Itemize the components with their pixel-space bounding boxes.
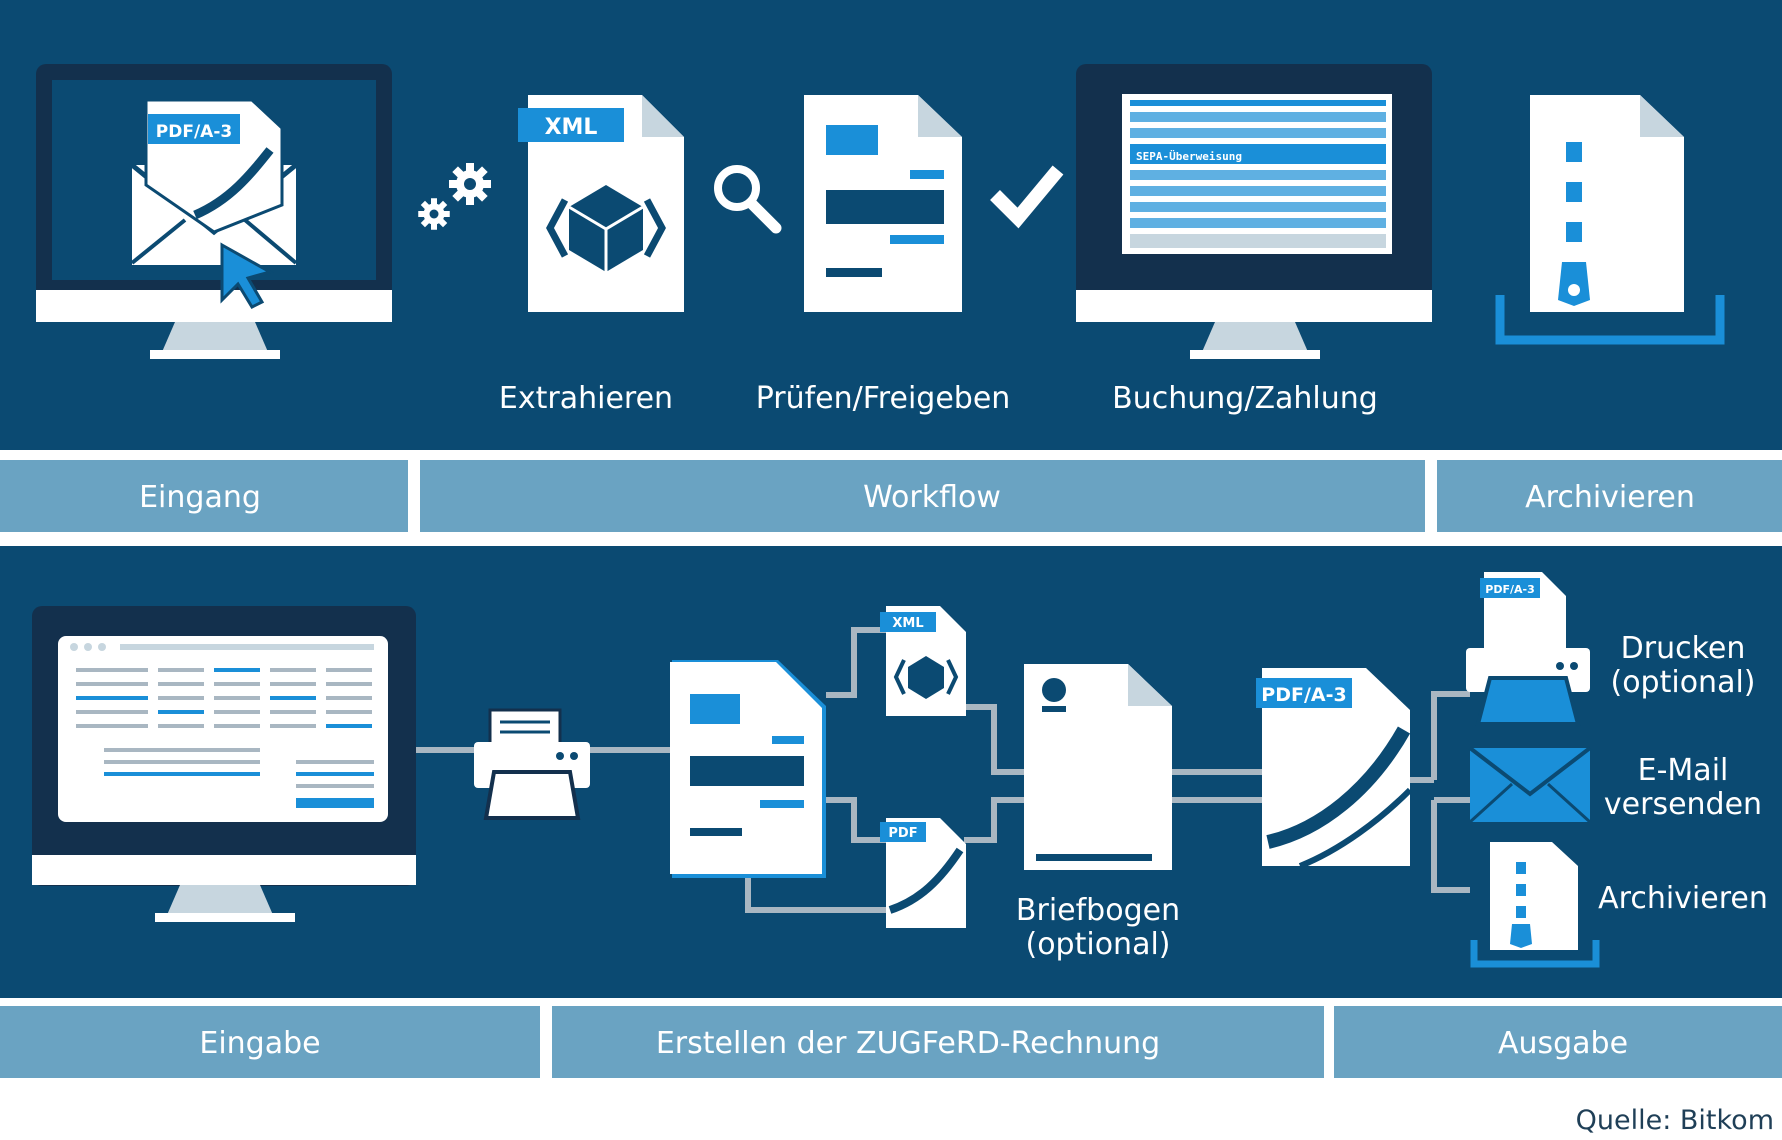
email-label-line2: versenden (1604, 787, 1762, 822)
pdfa3-tag (148, 114, 240, 144)
output-printer-icon (1466, 572, 1590, 726)
pdfa3-document-icon (1256, 668, 1413, 869)
email-label-line1: E-Mail (1638, 753, 1729, 788)
xml-document-icon (518, 95, 684, 312)
band-archive-label: Archivieren (1525, 480, 1695, 515)
small-pdfa3-tag-text: PDF/A-3 (1485, 583, 1534, 596)
step-label-extract: Extrahieren (499, 381, 673, 416)
printer-icon (474, 708, 590, 820)
letterhead-note: (optional) (1026, 927, 1171, 962)
band-workflow (420, 460, 1425, 532)
band-workflow-label: Workflow (863, 480, 1001, 515)
band-output-label: Ausgabe (1498, 1026, 1628, 1061)
band-input (0, 1006, 540, 1078)
invoice-document-icon (804, 95, 962, 312)
globe-icon (1042, 678, 1066, 702)
small-pdf-document-icon (880, 818, 966, 928)
print-label: Drucken (1621, 631, 1746, 666)
pdfa3-hybrid-tag-text: PDF/A-3 (1261, 684, 1346, 706)
monitor-email-icon (36, 64, 392, 359)
step-label-booking: Buchung/Zahlung (1112, 381, 1378, 416)
xml-tag (518, 108, 624, 142)
band-create (552, 1006, 1324, 1078)
letterhead-document-icon (1024, 664, 1172, 870)
monitor-sepa-form-icon (1076, 64, 1432, 359)
checkmark-icon (990, 165, 1064, 229)
invoice-draft-icon (670, 660, 826, 878)
small-pdf-tag-text: PDF (888, 826, 917, 841)
band-output (1334, 1006, 1782, 1078)
xml-tag-text: XML (545, 115, 598, 140)
output-archive-label: Archivieren (1598, 881, 1768, 916)
band-receipt-label: Eingang (139, 480, 261, 515)
band-archive (1437, 460, 1782, 532)
print-note: (optional) (1611, 665, 1756, 700)
output-archive-icon (1470, 842, 1600, 968)
band-receipt (0, 460, 408, 532)
small-xml-tag-text: XML (892, 616, 923, 631)
magnifier-icon (714, 165, 782, 234)
sepa-form-title: SEPA-Überweisung (1136, 149, 1242, 163)
cursor-icon (220, 242, 274, 309)
letterhead-label: Briefbogen (1016, 893, 1180, 928)
archive-zip-icon (1495, 95, 1725, 345)
source-credit: Quelle: Bitkom (1575, 1105, 1774, 1136)
monitor-spreadsheet-icon (32, 606, 416, 922)
small-xml-document-icon (880, 606, 966, 716)
email-envelope-icon (1468, 746, 1592, 824)
pdfa3-tag-text: PDF/A-3 (156, 122, 232, 142)
band-create-label: Erstellen der ZUGFeRD-Rechnung (656, 1026, 1160, 1061)
band-input-label: Eingabe (199, 1026, 320, 1061)
step-label-check: Prüfen/Freigeben (756, 381, 1011, 416)
